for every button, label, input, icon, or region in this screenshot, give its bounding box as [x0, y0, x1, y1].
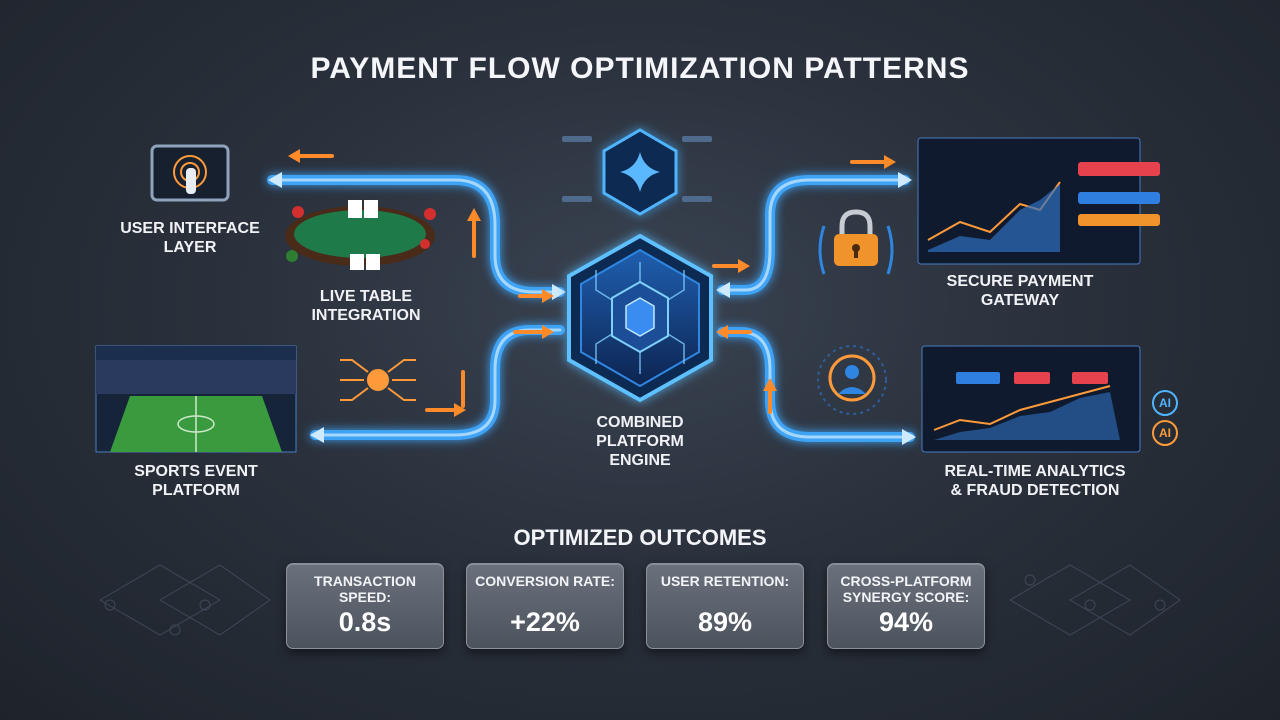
node-sports-event-label: SPORTS EVENT PLATFORM	[134, 463, 258, 499]
ai-badge-blue: AI	[1152, 390, 1178, 416]
pipe-engine-to-sports	[310, 325, 565, 440]
outcome-value: 0.8s	[338, 607, 392, 637]
outcome-label: USER RETENTION:	[660, 573, 790, 589]
network-pattern-right	[1009, 564, 1181, 636]
pipe-engine-to-analytics	[717, 327, 915, 442]
outcome-label: CROSS-PLATFORM SYNERGY SCORE:	[840, 573, 972, 605]
sparkle-hexagon	[562, 128, 712, 216]
user-target-icon	[817, 345, 887, 415]
outcome-card-transaction-speed: TRANSACTION SPEED: 0.8s	[286, 563, 444, 649]
node-payment-gateway-label: SECURE PAYMENT GATEWAY	[946, 273, 1094, 309]
outcome-card-user-retention: USER RETENTION: 89%	[646, 563, 804, 649]
network-pattern-left	[99, 564, 271, 636]
outcomes-title: OPTIMIZED OUTCOMES	[513, 525, 767, 550]
padlock-icon	[818, 209, 894, 275]
chip-upload-icon	[340, 359, 416, 401]
node-engine-label: COMBINED PLATFORM ENGINE	[596, 414, 684, 469]
pipe-engine-to-gateway	[717, 175, 910, 295]
engine-hexagon	[567, 233, 713, 403]
outcome-label: CONVERSION RATE:	[475, 573, 615, 589]
gateway-dashboard	[917, 137, 1160, 265]
orange-arrows	[288, 149, 896, 417]
outcome-label: TRANSACTION SPEED:	[314, 573, 416, 605]
analytics-dashboard	[921, 345, 1141, 453]
stadium-image	[95, 345, 297, 453]
node-live-table-label: LIVE TABLE INTEGRATION	[311, 288, 421, 324]
poker-table-image	[285, 200, 436, 270]
tablet-touch-icon	[150, 144, 230, 202]
ai-badge-orange: AI	[1152, 420, 1178, 446]
outcome-value: +22%	[510, 607, 580, 637]
pipe-arrowheads	[268, 172, 916, 445]
node-analytics-label: REAL-TIME ANALYTICS & FRAUD DETECTION	[944, 463, 1126, 499]
outcome-card-conversion-rate: CONVERSION RATE: +22%	[466, 563, 624, 649]
outcome-value: 94%	[878, 607, 934, 637]
diagram-title: PAYMENT FLOW OPTIMIZATION PATTERNS	[310, 52, 970, 85]
outcome-card-synergy-score: CROSS-PLATFORM SYNERGY SCORE: 94%	[827, 563, 985, 649]
outcome-value: 89%	[697, 607, 753, 637]
node-user-interface-label: USER INTERFACE LAYER	[120, 220, 260, 256]
